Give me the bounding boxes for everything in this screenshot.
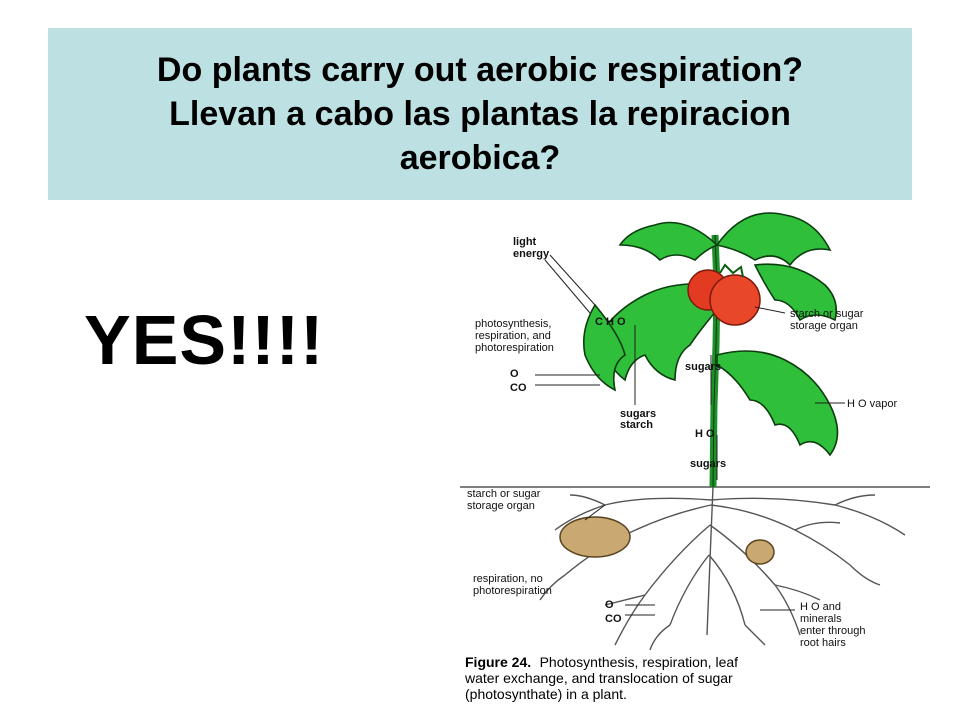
label-h2o-minerals-3: enter through [800, 625, 865, 637]
leaves [582, 212, 839, 457]
tomato-right [709, 274, 761, 326]
label-storage-top-1: starch or sugar [790, 308, 864, 320]
svg-text:Figure 24. Photosynthe: Figure 24. Photosynthesis, respiration, … [465, 654, 738, 671]
label-o2-root: O [605, 599, 614, 611]
label-storage-root-1: starch or sugar [467, 488, 541, 500]
label-respiration-and: respiration, and [475, 330, 551, 342]
label-h2o-minerals-4: root hairs [800, 637, 846, 649]
label-respiration-no: respiration, no [473, 573, 543, 585]
caption-figure-label: Figure 24. [465, 654, 531, 670]
arrows [535, 254, 845, 616]
title-line-1: Do plants carry out aerobic respiration? [156, 51, 804, 89]
figure-caption: Figure 24. Photosynthesis, respiration, … [464, 654, 738, 702]
label-glucose: C H O [595, 316, 626, 328]
root-tuber-large [559, 516, 631, 558]
label-h2o-minerals-1: H O and [800, 601, 841, 613]
label-co2-leaf: CO [510, 382, 527, 394]
title-box: Do plants carry out aerobic respiration?… [48, 28, 912, 200]
label-photosynthesis: photosynthesis, [475, 318, 551, 330]
label-co2-root: CO [605, 613, 622, 625]
label-h2o-stem: H O [695, 428, 715, 440]
label-storage-root-2: storage organ [467, 500, 535, 512]
caption-line-2: water exchange, and translocation of sug… [464, 670, 733, 686]
root-tuber-small [745, 539, 775, 565]
root-system [539, 486, 906, 651]
answer-text: YES!!!! [84, 301, 325, 379]
label-starch-leaf: starch [620, 419, 653, 431]
title-line-2: Llevan a cabo las plantas la repiracion [169, 95, 791, 133]
label-storage-top-2: storage organ [790, 320, 858, 332]
label-sugars-leaf: sugars [620, 408, 656, 420]
caption-line-1: Photosynthesis, respiration, leaf [540, 654, 739, 670]
label-h2o-minerals-2: minerals [800, 613, 842, 625]
label-photorespiration-root: photorespiration [473, 585, 552, 597]
plant-diagram: light energy photosynthesis, respiration… [455, 205, 935, 715]
label-sugars-lower-stem: sugars [690, 458, 726, 470]
diagram-labels: light energy photosynthesis, respiration… [467, 236, 897, 649]
caption-line-3: (photosynthate) in a plant. [465, 686, 627, 702]
title-line-3: aerobica? [399, 139, 561, 177]
label-sugars-upper-stem: sugars [685, 361, 721, 373]
label-o2-leaf: O [510, 368, 519, 380]
label-photorespiration: photorespiration [475, 342, 554, 354]
slide-title: Do plants carry out aerobic respiration?… [157, 48, 803, 180]
label-light: light [513, 236, 537, 248]
label-h2o-vapor: H O vapor [847, 398, 897, 410]
plant-diagram-svg: light energy photosynthesis, respiration… [460, 212, 930, 702]
label-energy: energy [513, 248, 550, 260]
